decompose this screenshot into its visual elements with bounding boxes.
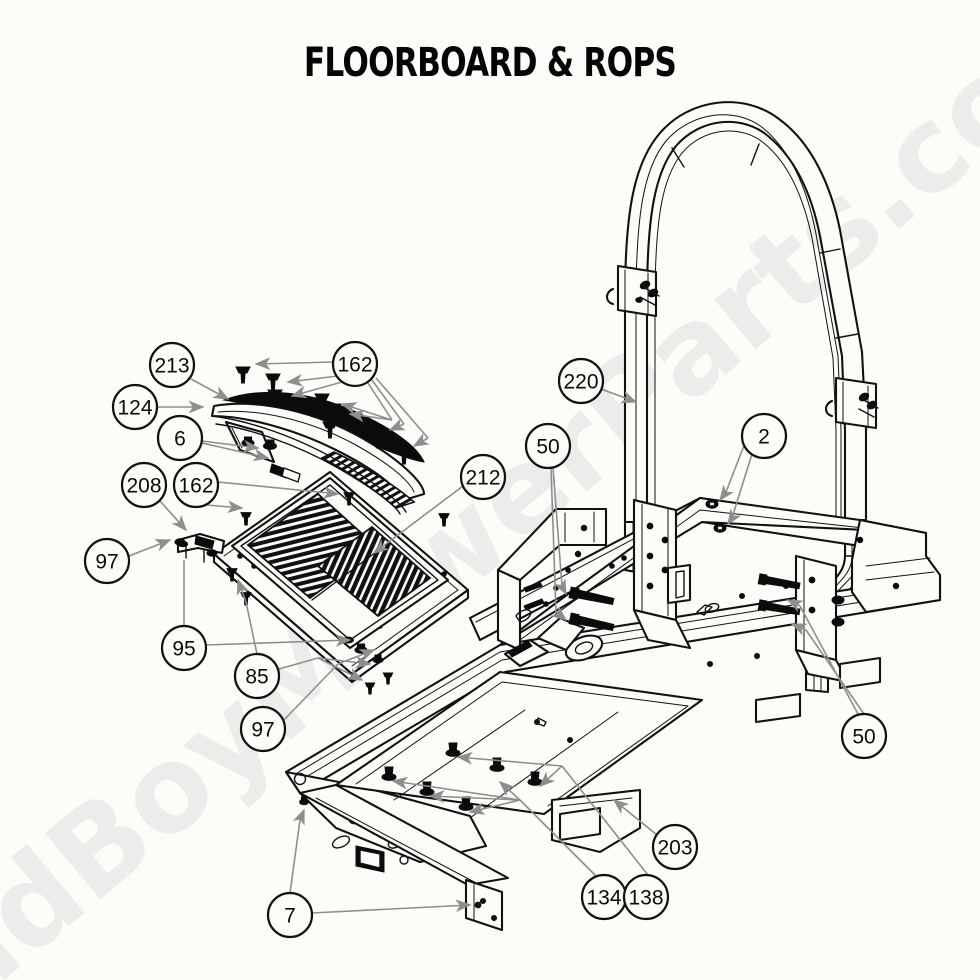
callout-6[interactable]: 6 <box>156 414 204 462</box>
callout-bubble[interactable] <box>524 422 572 470</box>
callout-bubble[interactable] <box>83 537 131 585</box>
callout-label: 50 <box>536 436 559 459</box>
callout-bubble[interactable] <box>233 652 281 700</box>
callout-138[interactable]: 138 <box>622 873 670 921</box>
callout-label: 85 <box>245 666 268 689</box>
floorboard-plate-assembly <box>212 470 470 684</box>
callout-97-upper[interactable]: 97 <box>83 537 131 585</box>
callout-134[interactable]: 134 <box>580 873 628 921</box>
callout-97-lower[interactable]: 97 <box>239 705 287 753</box>
callout-bubble[interactable] <box>266 891 314 939</box>
callout-bubble[interactable] <box>651 823 699 871</box>
callout-bubble[interactable] <box>740 412 788 460</box>
callout-label: 220 <box>563 371 598 394</box>
callout-label: 50 <box>852 726 875 749</box>
callout-213[interactable]: 213 <box>148 341 196 389</box>
callout-bubble[interactable] <box>622 873 670 921</box>
callout-label: 97 <box>251 719 274 742</box>
callout-124[interactable]: 124 <box>111 383 159 431</box>
callout-162-lower[interactable]: 162 <box>172 461 220 509</box>
callout-212[interactable]: 212 <box>459 453 507 501</box>
callout-85[interactable]: 85 <box>233 652 281 700</box>
callout-bubble[interactable] <box>459 453 507 501</box>
callout-50-right[interactable]: 50 <box>840 712 888 760</box>
callout-162-upper[interactable]: 162 <box>331 340 379 388</box>
callout-bubble[interactable] <box>840 712 888 760</box>
callout-bubble[interactable] <box>148 341 196 389</box>
callout-bubble[interactable] <box>557 357 605 405</box>
callout-50-left[interactable]: 50 <box>524 422 572 470</box>
callout-label: 124 <box>117 397 152 420</box>
callout-label: 6 <box>174 428 186 451</box>
callout-label: 213 <box>154 355 189 378</box>
callout-bubble[interactable] <box>111 383 159 431</box>
callout-label: 208 <box>126 475 161 498</box>
callout-label: 7 <box>284 905 296 928</box>
leaders <box>128 357 865 914</box>
callout-label: 134 <box>586 887 621 910</box>
callout-95[interactable]: 95 <box>160 624 208 672</box>
callout-bubble[interactable] <box>331 340 379 388</box>
callout-label: 97 <box>95 551 118 574</box>
callout-label: 95 <box>172 638 195 661</box>
callout-bubble[interactable] <box>120 461 168 509</box>
callout-label: 2 <box>758 426 770 449</box>
callout-label: 138 <box>628 887 663 910</box>
callout-bubble[interactable] <box>172 461 220 509</box>
callout-2[interactable]: 2 <box>740 412 788 460</box>
hinge-bracket-assembly <box>174 532 226 563</box>
callout-220[interactable]: 220 <box>557 357 605 405</box>
callout-label: 162 <box>337 354 372 377</box>
callout-bubble[interactable] <box>160 624 208 672</box>
callout-label: 162 <box>178 475 213 498</box>
callout-label: 212 <box>465 467 500 490</box>
callout-label: 203 <box>657 837 692 860</box>
callout-bubble[interactable] <box>239 705 287 753</box>
callout-208[interactable]: 208 <box>120 461 168 509</box>
page-title: FLOORBOARD & ROPS <box>303 40 677 86</box>
callout-bubble[interactable] <box>156 414 204 462</box>
callout-7[interactable]: 7 <box>266 891 314 939</box>
callout-203[interactable]: 203 <box>651 823 699 871</box>
